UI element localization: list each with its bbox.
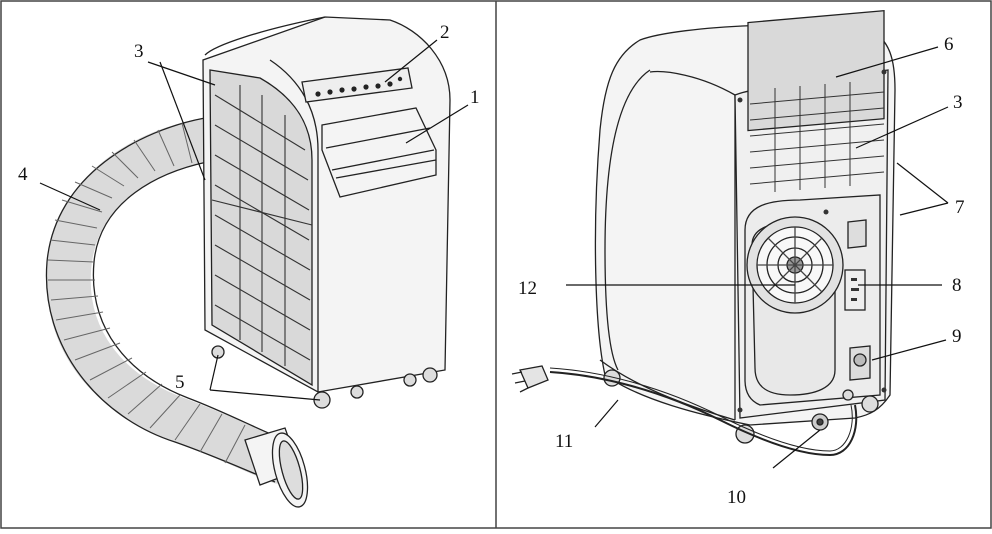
front-view bbox=[39, 16, 469, 508]
callout-1: 1 bbox=[470, 87, 480, 108]
callout-2: 2 bbox=[440, 22, 450, 43]
callout-6: 6 bbox=[944, 34, 954, 55]
exhaust-fan bbox=[746, 216, 844, 314]
callout-4: 4 bbox=[18, 164, 28, 185]
callout-3-front: 3 bbox=[134, 41, 144, 62]
callout-9: 9 bbox=[952, 326, 962, 347]
power-plug bbox=[511, 365, 549, 393]
front-callout-labels: 1 2 3 4 5 bbox=[18, 22, 480, 393]
back-grille bbox=[747, 9, 885, 132]
callout-7: 7 bbox=[955, 197, 965, 218]
exhaust-hose-illustration bbox=[45, 117, 309, 508]
callout-8: 8 bbox=[952, 275, 962, 296]
back-callout-lines bbox=[566, 46, 949, 469]
callout-11: 11 bbox=[555, 431, 573, 452]
back-view bbox=[511, 9, 896, 457]
callout-5: 5 bbox=[175, 372, 185, 393]
front-unit-body bbox=[202, 16, 451, 409]
back-callout-labels: 6 3 7 8 9 10 11 12 bbox=[518, 34, 965, 508]
callout-3-back: 3 bbox=[953, 92, 963, 113]
callout-10: 10 bbox=[727, 487, 746, 508]
front-callout-lines bbox=[39, 39, 469, 401]
callout-12: 12 bbox=[518, 278, 537, 299]
